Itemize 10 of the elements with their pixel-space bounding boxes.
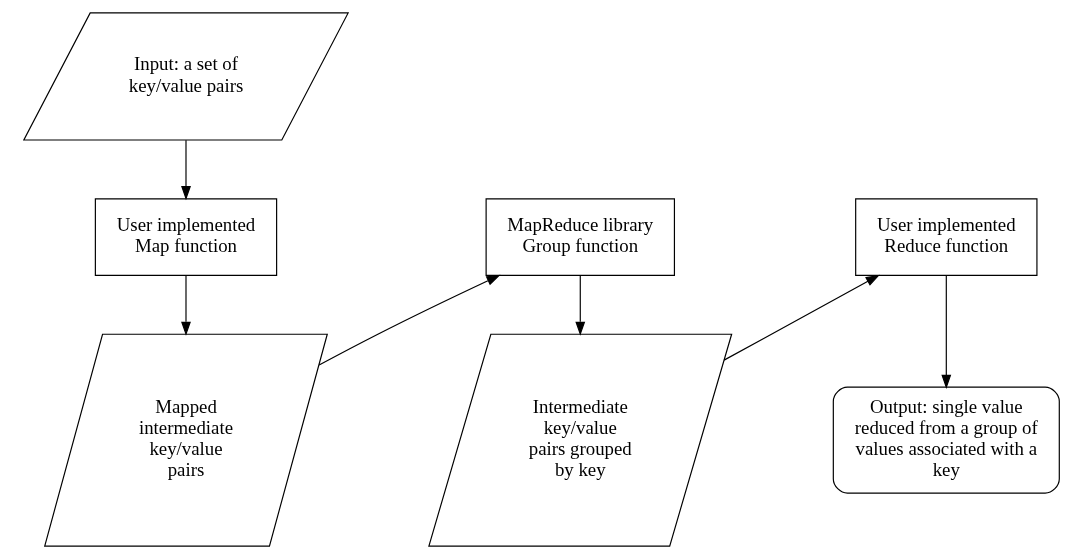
node-box: User implemented Map function [94,198,277,276]
node-box: User implemented Reduce function [854,198,1037,276]
arrow [574,275,585,336]
arrow [940,275,951,389]
node-box: MapReduce library Group function [485,198,675,276]
node-box: Output: single value reduced from a group of values associated with a key [832,386,1060,494]
arrow [180,275,191,336]
arrow [180,139,191,201]
arrow [723,274,880,361]
arrow [318,274,501,366]
